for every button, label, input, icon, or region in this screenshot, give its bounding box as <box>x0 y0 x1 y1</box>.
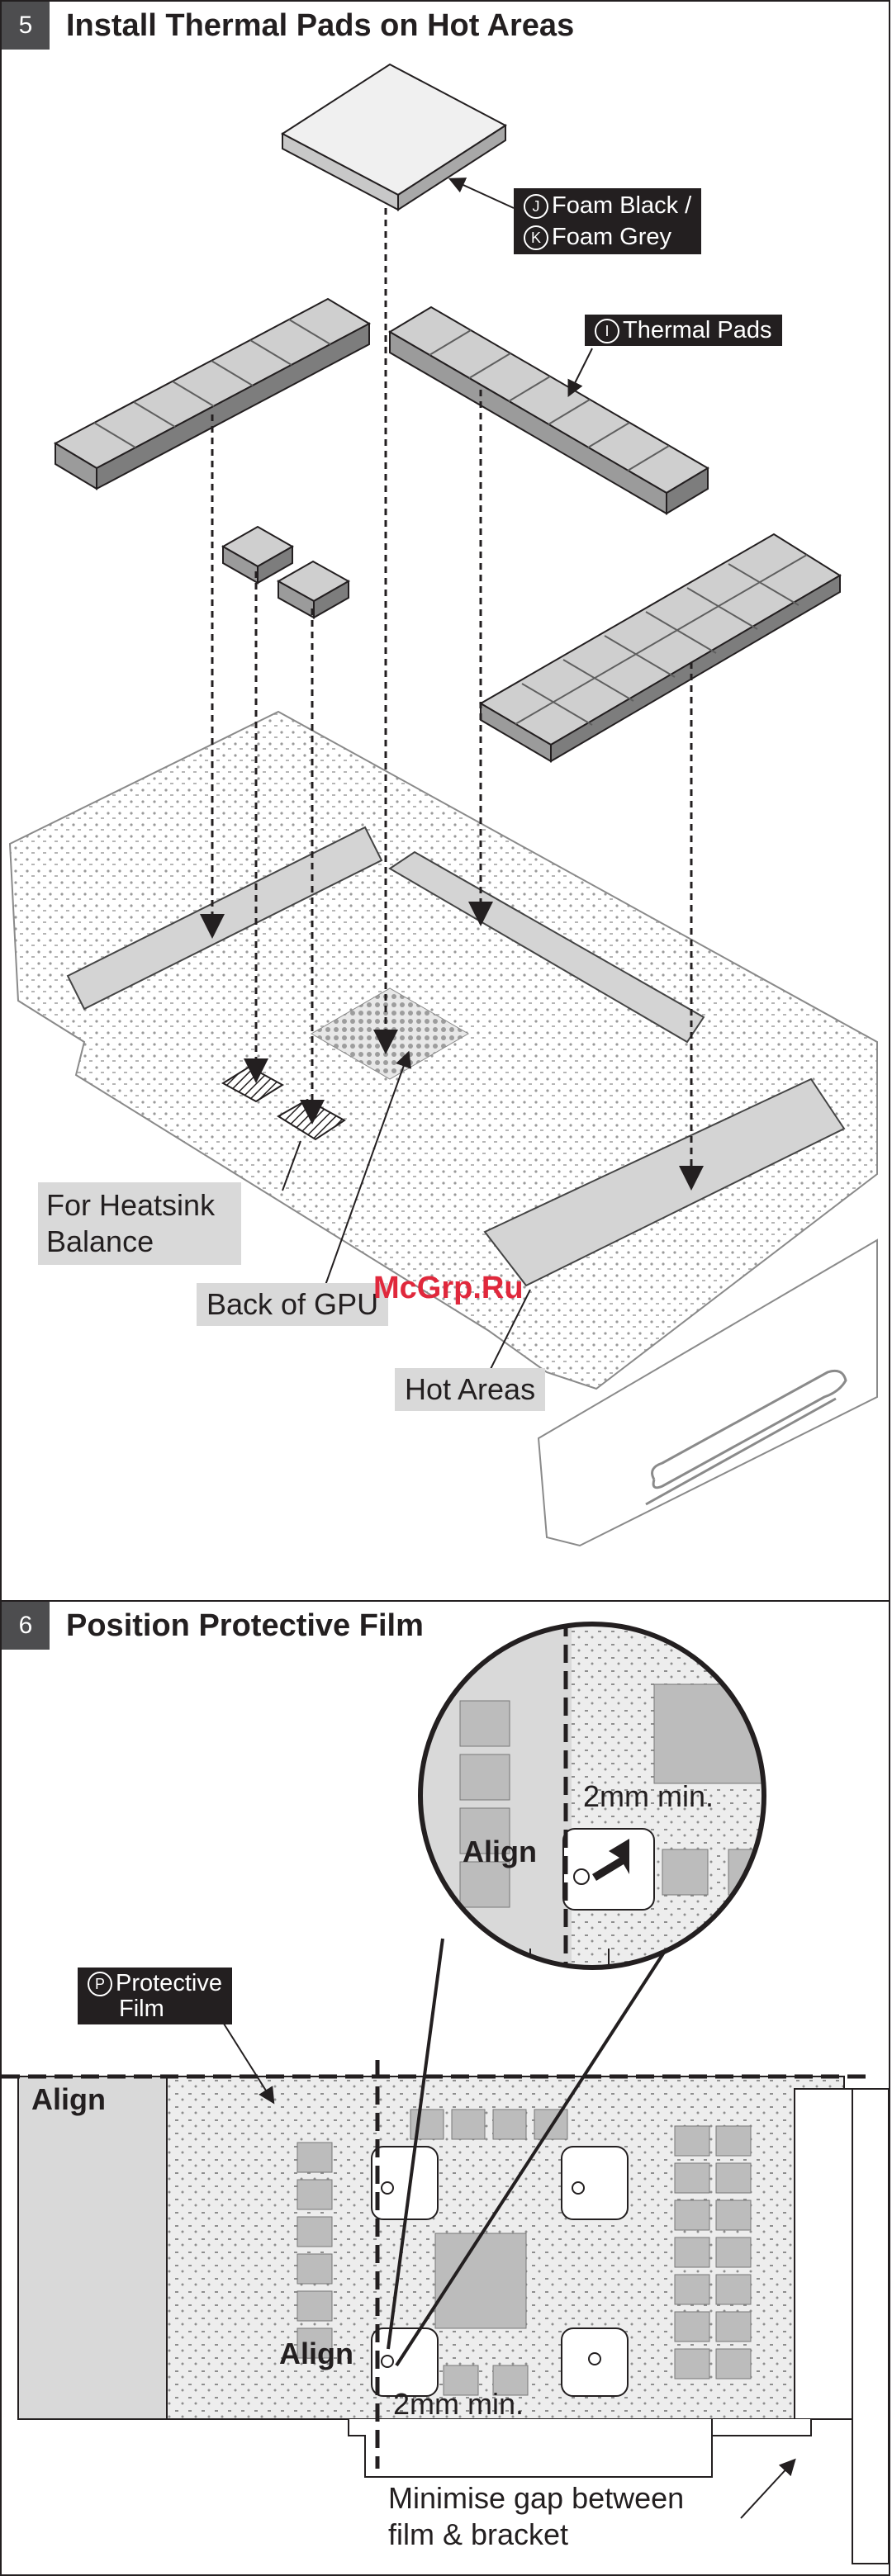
minimise-line2: film & bracket <box>388 2517 568 2551</box>
back-of-gpu-label: Back of GPU <box>197 1283 388 1326</box>
step-5-panel: 5 Install Thermal Pads on Hot Areas <box>0 0 890 1602</box>
foam-label-line1: Foam Black / <box>552 192 691 219</box>
letter-i-icon: I <box>595 319 619 343</box>
letter-k-icon: K <box>524 225 548 250</box>
foam-label-line2: Foam Grey <box>552 224 671 250</box>
thermal-pad-illustration <box>2 2 889 1600</box>
align-label-card: Align <box>279 2337 353 2371</box>
watermark: McGrp.Ru <box>373 1271 524 1306</box>
letter-j-icon: J <box>524 194 548 219</box>
heatsink-line1: For Heatsink <box>46 1188 215 1222</box>
minimise-line1: Minimise gap between <box>388 2481 684 2515</box>
protective-film-illustration <box>2 1602 889 2576</box>
align-label-zoom: Align <box>463 1835 537 1869</box>
align-label-left: Align <box>31 2082 106 2117</box>
gap-label-card: 2mm min. <box>393 2387 524 2422</box>
film-line1: Protective <box>116 1970 222 1996</box>
heatsink-balance-label: For Heatsink Balance <box>38 1182 241 1265</box>
minimise-gap-note: Minimise gap between film & bracket <box>388 2480 684 2553</box>
gap-label-zoom: 2mm min. <box>583 1779 714 1814</box>
film-line2: Film <box>88 1996 164 2022</box>
letter-p-icon: P <box>88 1972 112 1996</box>
thermal-pad-strips <box>55 299 840 761</box>
thermal-pads-text: Thermal Pads <box>623 317 772 343</box>
foam-pad <box>282 64 505 210</box>
hot-areas-label: Hot Areas <box>395 1368 545 1411</box>
heatsink-line2: Balance <box>46 1224 154 1258</box>
step-6-panel: 6 Position Protective Film <box>0 1602 890 2576</box>
